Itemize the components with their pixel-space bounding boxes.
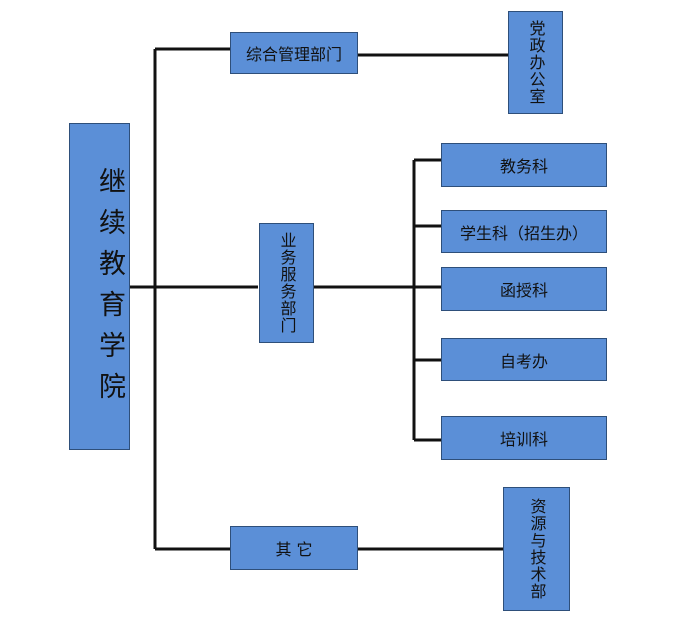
resource-node: 资源与技术部 — [503, 487, 570, 611]
service-child-node: 培训科 — [441, 416, 607, 460]
dept-service-node: 业务服务部门 — [259, 223, 314, 343]
service-child-node: 自考办 — [441, 338, 607, 381]
dept-admin-node: 综合管理部门 — [230, 32, 358, 74]
office-node: 党政办公室 — [508, 11, 563, 114]
service-child-node: 函授科 — [441, 267, 607, 311]
dept-other-node: 其 它 — [230, 526, 358, 570]
service-child-node: 教务科 — [441, 143, 607, 187]
root-node: 继续教育学院 — [69, 123, 130, 450]
service-child-node: 学生科（招生办） — [441, 210, 607, 253]
